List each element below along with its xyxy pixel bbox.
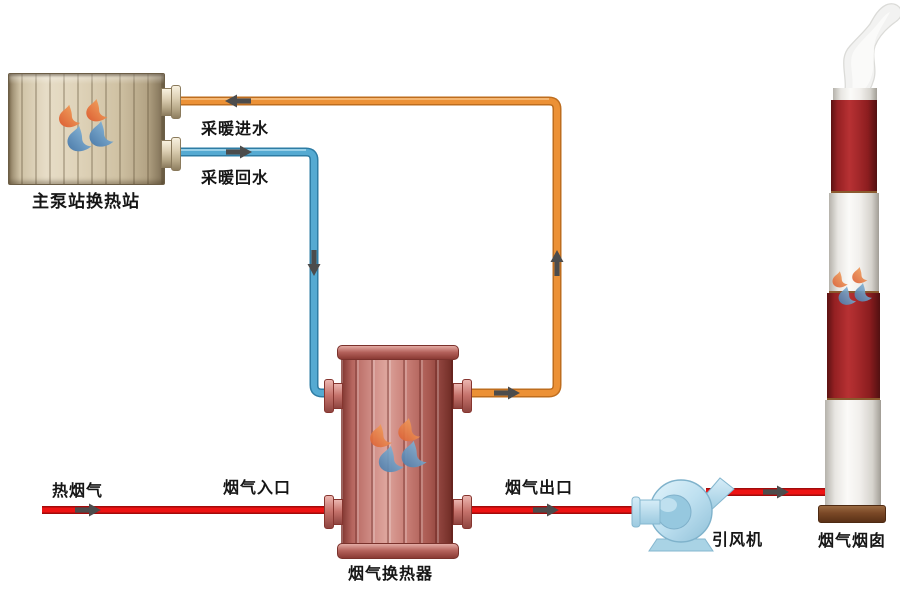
smoke-plume-icon bbox=[843, 3, 900, 100]
chimney-white-band-2 bbox=[825, 400, 881, 507]
supply-left-arrow-icon bbox=[225, 94, 251, 108]
induced-draft-fan-label: 引风机 bbox=[712, 530, 764, 549]
flue-gas-inlet-label: 烟气入口 bbox=[223, 478, 292, 497]
heat-exchanger-logo-icon bbox=[370, 418, 427, 473]
return-down-arrow-icon bbox=[307, 250, 321, 276]
fan-inlet-flange bbox=[631, 496, 641, 528]
supply-right-arrow-icon bbox=[494, 386, 520, 400]
exchanger-water-outlet-flange bbox=[462, 379, 472, 413]
station-return-nozzle-flange bbox=[171, 137, 181, 171]
station-supply-nozzle-flange bbox=[171, 85, 181, 119]
pump-station-logo-icon bbox=[59, 99, 114, 152]
chimney-top-collar bbox=[833, 88, 877, 101]
hot-flue-gas-label: 热烟气 bbox=[52, 481, 104, 500]
induced-draft-fan bbox=[631, 477, 735, 552]
supply-up-arrow-icon bbox=[550, 250, 564, 276]
heat-exchanger-label: 烟气换热器 bbox=[348, 564, 434, 583]
exchanger-water-inlet-flange bbox=[324, 379, 334, 413]
chimney-logo-icon bbox=[832, 267, 872, 305]
flue-gas-chimney-label: 烟气烟囱 bbox=[818, 531, 887, 550]
heating-supply-label: 采暖进水 bbox=[201, 119, 270, 138]
heating-return-label: 采暖回水 bbox=[201, 168, 270, 187]
exchanger-gas-inlet-flange bbox=[324, 495, 334, 529]
chimney-red-band-1 bbox=[831, 100, 877, 193]
flue-gas-arrow-3-icon bbox=[763, 485, 789, 499]
heat-exchanger-top-flange bbox=[337, 345, 459, 360]
flue-gas-arrow-1-icon bbox=[75, 503, 101, 517]
heat-exchanger-bottom-flange bbox=[337, 543, 459, 559]
return-right-arrow-icon bbox=[226, 145, 252, 159]
pump-station-label: 主泵站换热站 bbox=[32, 192, 140, 212]
heat-exchanger-vessel bbox=[341, 352, 453, 548]
flue-gas-outlet-label: 烟气出口 bbox=[505, 478, 574, 497]
exchanger-gas-outlet-flange bbox=[462, 495, 472, 529]
chimney-red-band-2 bbox=[827, 293, 880, 400]
fan-hub-highlight bbox=[659, 498, 677, 512]
flue-gas-arrow-2-icon bbox=[533, 503, 559, 517]
pump-station-unit bbox=[8, 73, 165, 185]
chimney-base bbox=[818, 505, 886, 523]
